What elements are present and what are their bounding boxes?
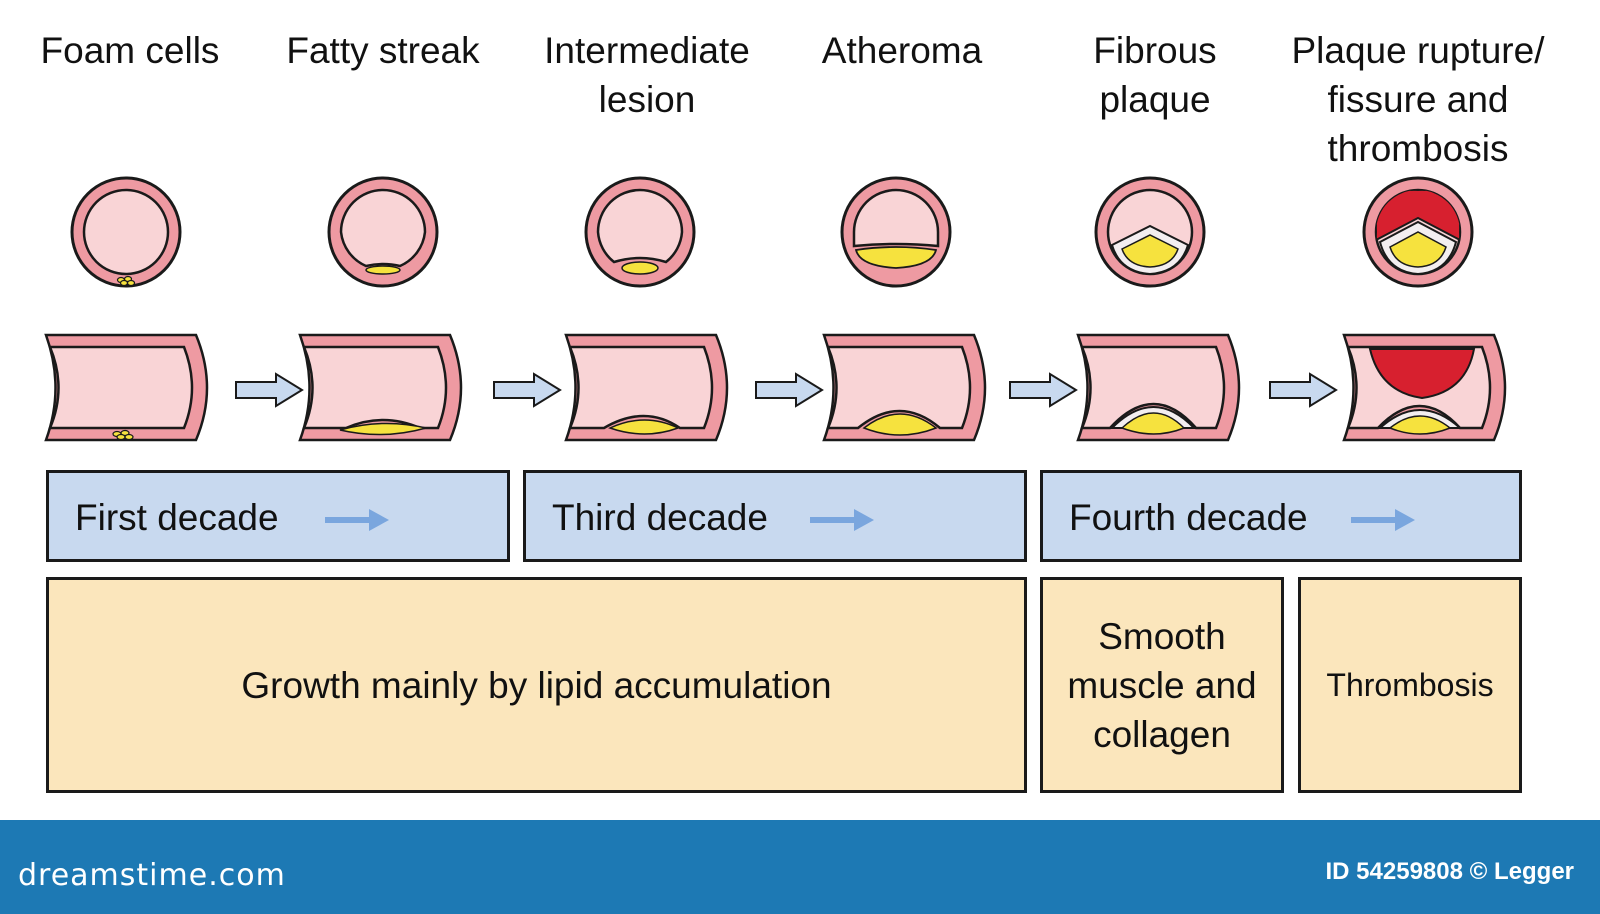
growth-box-thrombosis: Thrombosis — [1298, 577, 1522, 793]
decade-label-first: First decade — [75, 497, 279, 538]
growth-label-smooth-muscle: Smooth muscle and collagen — [1067, 615, 1257, 755]
vessel-segment-fatty-streak — [298, 333, 463, 442]
stage-title-fatty-streak: Fatty streak — [286, 30, 480, 71]
cross-section-intermediate-lesion — [584, 176, 696, 288]
artery-progression-illustration — [44, 176, 1507, 442]
foam-cell-cluster — [116, 275, 136, 287]
right-arrow-icon — [810, 509, 874, 531]
brand-logo: dreamstime.com — [18, 858, 286, 893]
decade-box-first: First decade — [46, 470, 510, 562]
right-arrow-icon — [235, 372, 304, 408]
growth-box-lipid: Growth mainly by lipid accumulation — [46, 577, 1027, 793]
right-arrow-icon — [493, 372, 562, 408]
right-arrow-icon — [1351, 509, 1415, 531]
vessel-segment-intermediate-lesion — [564, 333, 729, 442]
cross-section-fatty-streak — [327, 176, 439, 288]
cross-section-plaque-rupture — [1362, 176, 1474, 288]
decade-box-fourth: Fourth decade — [1040, 470, 1522, 562]
right-arrow-icon — [1009, 372, 1078, 408]
stage-title-plaque-rupture: Plaque rupture/ fissure and thrombosis — [1291, 30, 1545, 169]
vessel-segment-foam-cells — [44, 333, 209, 442]
foam-cells — [112, 429, 134, 441]
vessel-segment-atheroma — [822, 333, 987, 442]
decade-label-fourth: Fourth decade — [1069, 497, 1308, 538]
footer-bar: dreamstime.com ID 54259808 © Legger — [0, 820, 1600, 914]
right-arrow-icon — [1269, 372, 1338, 408]
stage-title-intermediate-lesion: Intermediate lesion — [544, 30, 750, 120]
vessel-segment-plaque-rupture — [1342, 333, 1507, 442]
stage-title-fibrous-plaque: Fibrous plaque — [1093, 30, 1217, 120]
right-arrow-icon — [755, 372, 824, 408]
image-credit: ID 54259808 © Legger — [1325, 858, 1574, 885]
vessel-segment-fibrous-plaque — [1076, 333, 1241, 442]
decade-box-third: Third decade — [523, 470, 1027, 562]
growth-label-lipid: Growth mainly by lipid accumulation — [241, 664, 832, 706]
growth-label-thrombosis: Thrombosis — [1326, 667, 1494, 703]
growth-box-smooth-muscle: Smooth muscle and collagen — [1040, 577, 1284, 793]
cross-section-foam-cells — [70, 176, 182, 288]
cross-section-fibrous-plaque — [1094, 176, 1206, 288]
stage-title-atheroma: Atheroma — [821, 30, 983, 71]
stage-title-foam-cells: Foam cells — [40, 30, 220, 71]
cross-section-atheroma — [840, 176, 952, 288]
right-arrow-icon — [325, 509, 389, 531]
decade-label-third: Third decade — [552, 497, 768, 538]
